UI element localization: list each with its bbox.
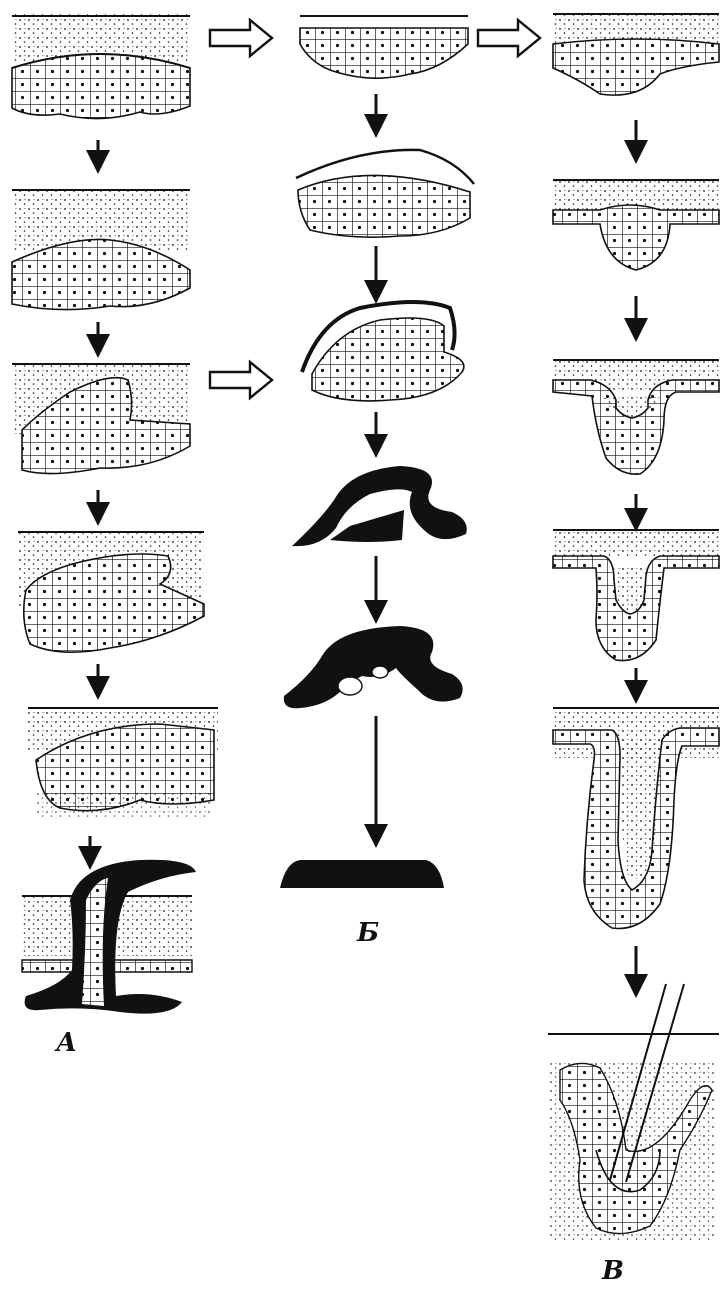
column-c <box>548 14 719 1240</box>
hollow-arrow-2 <box>210 362 272 398</box>
stage-b1 <box>300 16 468 78</box>
stage-b2 <box>296 150 474 237</box>
stage-a3 <box>12 364 190 474</box>
stage-a1 <box>12 14 190 119</box>
stage-b4 <box>292 466 467 546</box>
hollow-arrow-1 <box>210 20 272 56</box>
stage-a4 <box>18 532 204 652</box>
column-b <box>280 16 474 888</box>
stage-c6 <box>548 984 719 1240</box>
column-label-c: В <box>602 1258 624 1284</box>
stage-a2 <box>12 190 190 310</box>
stage-b6 <box>280 860 444 888</box>
hollow-arrow-3 <box>478 20 540 56</box>
column-label-a: А <box>56 1030 77 1056</box>
stage-c3 <box>553 360 719 474</box>
stage-c1 <box>553 14 719 95</box>
stage-b3 <box>302 302 464 401</box>
stage-c2 <box>553 180 719 270</box>
stage-a6 <box>22 860 196 1014</box>
stage-b5 <box>284 626 463 708</box>
column-a <box>12 14 218 1014</box>
stage-c4 <box>553 530 719 661</box>
column-label-b: Б <box>357 920 379 946</box>
stage-a5 <box>28 706 218 820</box>
stage-c5 <box>553 708 719 929</box>
